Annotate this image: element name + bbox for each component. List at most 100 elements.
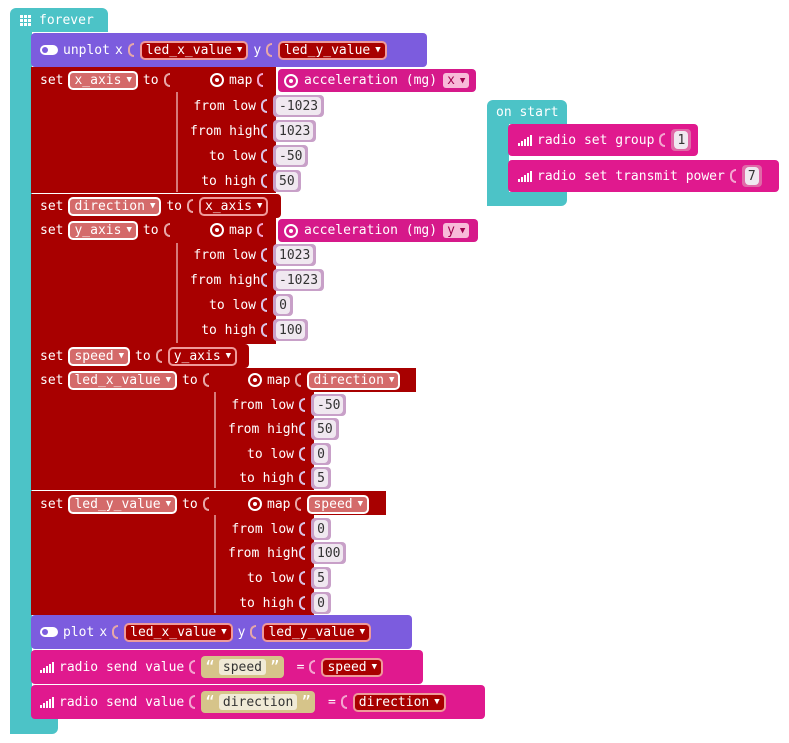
socket-notch <box>155 349 162 363</box>
number-field[interactable]: 100 <box>311 542 347 564</box>
axis-x-dropdown[interactable]: x▼ <box>443 73 470 88</box>
socket-notch <box>299 546 305 560</box>
param-label: from high <box>190 123 261 139</box>
param-label: from low <box>231 521 294 537</box>
socket-notch <box>266 43 273 57</box>
socket-notch <box>261 99 267 113</box>
var-direction[interactable]: direction▼ <box>352 692 446 712</box>
var-direction[interactable]: direction▼ <box>307 370 401 390</box>
set-label: set <box>40 198 64 214</box>
param-row: from low 0 <box>228 518 331 540</box>
number-field[interactable]: 5 <box>311 567 331 589</box>
var-y-axis[interactable]: y_axis▼ <box>167 346 238 366</box>
number-field[interactable]: -1023 <box>273 95 325 117</box>
param-row: from low -1023 <box>190 95 325 117</box>
var-led-x-value[interactable]: led_x_value▼ <box>124 622 233 642</box>
socket-notch <box>202 373 209 387</box>
map-y-block[interactable] <box>176 218 276 344</box>
set-label: set <box>40 372 64 388</box>
number-field[interactable]: -50 <box>273 145 309 167</box>
radio-set-group-block[interactable] <box>508 124 698 156</box>
socket-notch <box>189 695 196 709</box>
var-led-y-dropdown[interactable]: led_y_value▼ <box>68 494 177 514</box>
number-field[interactable]: 0 <box>311 592 331 614</box>
equals-label: = <box>327 694 336 710</box>
dropdown-caret-icon: ▼ <box>165 375 171 385</box>
number-field[interactable]: 50 <box>311 418 339 440</box>
on-start-header: on start <box>496 103 559 121</box>
on-start-block[interactable] <box>487 100 567 124</box>
number-field[interactable]: -50 <box>311 394 347 416</box>
number-field[interactable]: 0 <box>273 294 293 316</box>
number-field[interactable]: 0 <box>311 443 331 465</box>
string-speed[interactable]: “speed” <box>201 656 284 678</box>
var-led-y-value[interactable]: led_y_value▼ <box>262 622 371 642</box>
set-direction-row: set direction▼ to x_axis▼ <box>40 196 269 216</box>
param-label: from high <box>228 421 299 437</box>
var-led-x-value[interactable]: led_x_value▼ <box>139 40 249 60</box>
socket-notch <box>187 199 194 213</box>
acceleration-x-block[interactable]: acceleration (mg) x▼ <box>278 69 476 92</box>
number-field[interactable]: 1023 <box>273 244 317 266</box>
acceleration-y-block[interactable]: acceleration (mg) y▼ <box>278 219 478 242</box>
param-label: to low <box>209 148 256 164</box>
map-icon <box>210 223 224 237</box>
set-y-axis-row: set y_axis▼ to <box>40 220 171 240</box>
equals-label: = <box>296 659 305 675</box>
param-label: to high <box>201 322 256 338</box>
number-field[interactable]: 1023 <box>273 120 317 142</box>
axis-y-dropdown[interactable]: y▼ <box>443 223 470 238</box>
var-x-axis-dropdown[interactable]: x_axis▼ <box>68 70 138 90</box>
map-led-y-params <box>214 514 314 615</box>
var-direction-dropdown[interactable]: direction▼ <box>68 196 162 216</box>
var-y-axis-dropdown[interactable]: y_axis▼ <box>68 220 138 240</box>
socket-notch <box>295 497 302 511</box>
set-label: set <box>40 348 64 364</box>
var-led-x-dropdown[interactable]: led_x_value▼ <box>68 370 177 390</box>
map-x-block[interactable] <box>176 67 276 193</box>
to-label: to <box>182 496 198 512</box>
dropdown-caret-icon: ▼ <box>118 351 125 361</box>
param-label: from low <box>193 98 256 114</box>
var-led-y-value[interactable]: led_y_value▼ <box>278 40 387 60</box>
plot-row: plot x led_x_value▼ y led_y_value▼ <box>40 622 371 642</box>
socket-notch <box>112 625 119 639</box>
number-field[interactable]: -1023 <box>273 269 325 291</box>
forever-left-bar <box>10 30 32 734</box>
forever-label: forever <box>39 12 94 28</box>
set-led-x-row: set led_x_value▼ to <box>40 370 210 390</box>
number-field[interactable]: 50 <box>273 170 301 192</box>
socket-notch <box>729 169 736 183</box>
number-field[interactable]: 5 <box>311 467 331 489</box>
param-row: to low -50 <box>190 145 309 167</box>
dropdown-caret-icon: ▼ <box>357 499 364 509</box>
var-speed-dropdown[interactable]: speed▼ <box>68 346 131 366</box>
var-speed[interactable]: speed▼ <box>307 494 370 514</box>
param-label: from high <box>190 272 261 288</box>
string-direction[interactable]: “direction” <box>201 691 315 713</box>
number-field[interactable]: 0 <box>311 518 331 540</box>
radio-set-power-block[interactable] <box>508 160 779 192</box>
number-field[interactable]: 1 <box>671 129 692 151</box>
socket-notch <box>261 323 267 337</box>
var-speed[interactable]: speed▼ <box>321 657 384 677</box>
radio-set-power-label: radio set transmit power <box>537 168 725 184</box>
map-icon <box>248 373 262 387</box>
divider <box>176 243 178 343</box>
param-row: from high 50 <box>228 418 339 440</box>
map-label: map <box>229 72 253 88</box>
socket-notch <box>299 471 305 485</box>
radio-send-direction-row: radio send value “direction” = direction… <box>40 691 446 713</box>
toggle-icon <box>40 45 58 55</box>
var-x-axis[interactable]: x_axis▼ <box>199 196 269 216</box>
map-x-header: map <box>210 70 264 90</box>
number-field[interactable]: 100 <box>273 319 309 341</box>
param-label: to low <box>247 446 294 462</box>
quote-close-icon: ” <box>270 657 280 676</box>
signal-icon <box>40 661 54 673</box>
number-field[interactable]: 7 <box>741 165 762 187</box>
